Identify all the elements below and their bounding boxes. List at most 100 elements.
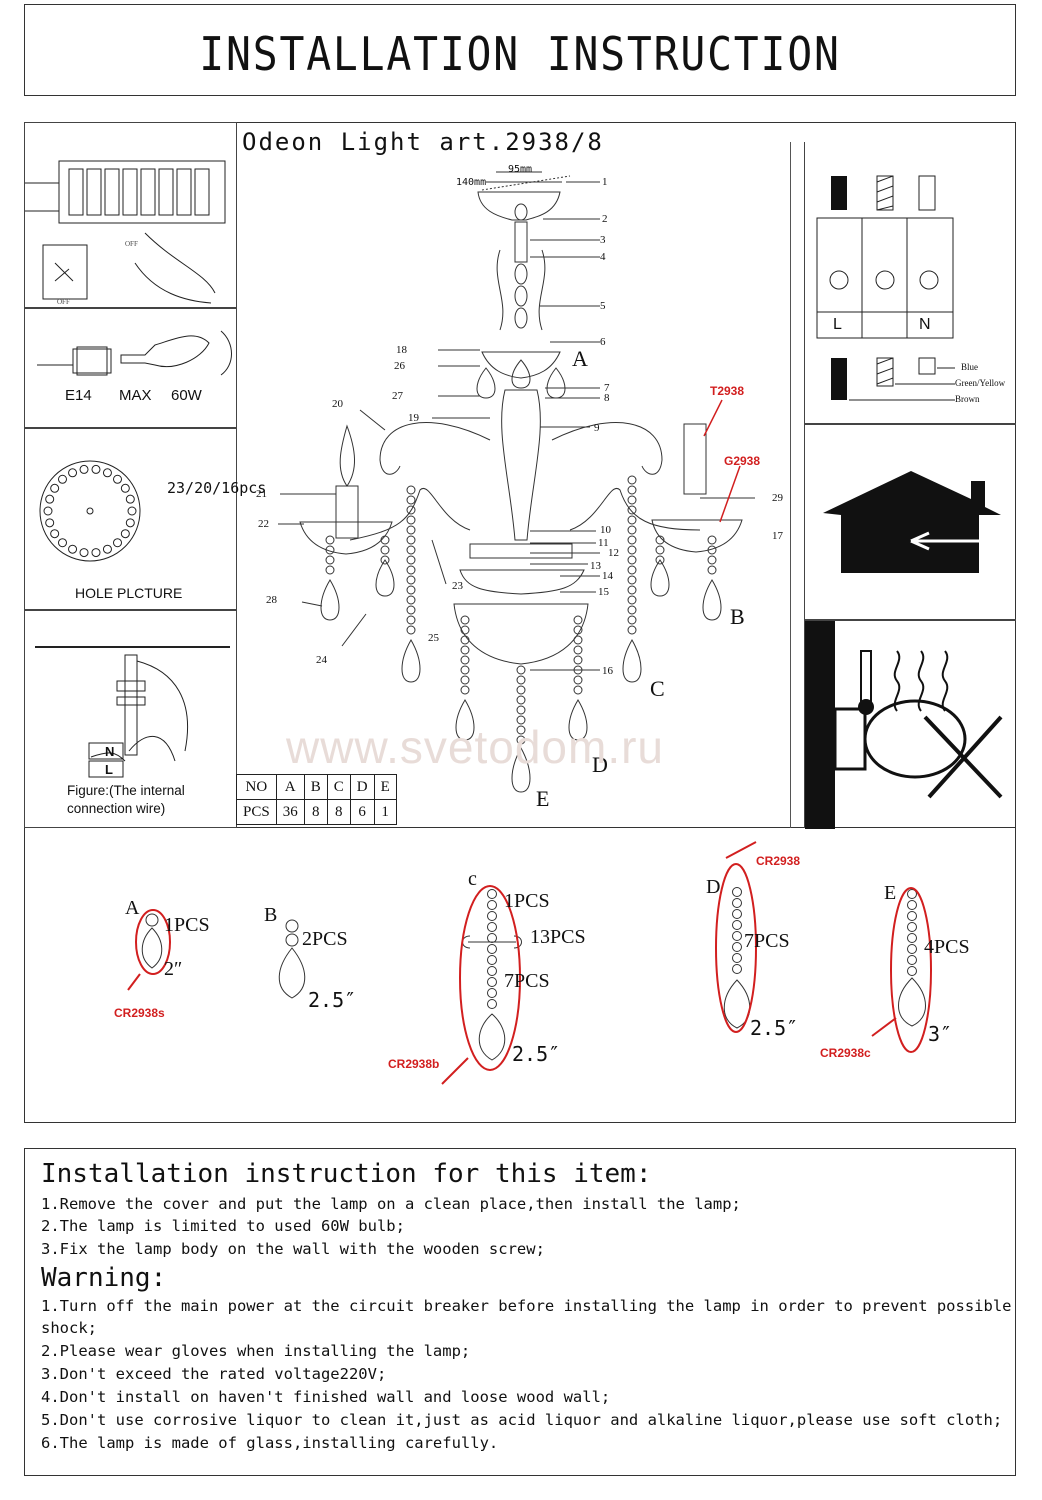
part-c-letter: c (468, 868, 477, 890)
table-cell: 6 (349, 799, 375, 825)
hole-panel: 23/20/16pcs HOLE PLCTURE (24, 428, 266, 610)
breaker-illustration: OFF OFF (25, 160, 226, 306)
table-cell: PCS (236, 799, 277, 825)
table-cell: B (303, 774, 328, 800)
table-cell: D (349, 774, 375, 800)
quantity-table: NO A B C D E PCS 36 8 8 6 1 (236, 774, 397, 825)
part-a-code: CR2938s (114, 1006, 165, 1020)
heat-panel (804, 620, 1016, 829)
callout-number: 26 (394, 360, 405, 372)
callout-number: 20 (332, 398, 343, 410)
crystal-parts-illustration (127, 841, 932, 1085)
table-cell: 8 (303, 799, 328, 825)
instructions-heading: Installation instruction for this item: (41, 1159, 652, 1189)
callout-number: 29 (772, 492, 783, 504)
title-box: INSTALLATION INSTRUCTION (24, 4, 1016, 96)
warning-item: 6.The lamp is made of glass,installing c… (41, 1434, 499, 1452)
indoor-panel (804, 424, 1016, 620)
part-b-size: 2.5″ (308, 988, 357, 1012)
part-e-size: 3″ (928, 1022, 953, 1046)
callout-number: 12 (608, 547, 619, 559)
wire-n-label: N (105, 744, 115, 759)
callout-number: 21 (256, 488, 267, 500)
bulb-max-label: MAX (119, 387, 152, 404)
house-icon (823, 471, 1001, 573)
callout-number: 9 (594, 422, 600, 434)
part-d-letter: D (706, 876, 721, 898)
callout-number: 15 (598, 586, 609, 598)
table-cell: 8 (326, 799, 351, 825)
instructions-box: Installation instruction for this item: … (24, 1148, 1016, 1476)
bulb-illustration (37, 330, 232, 376)
warning-item: 2.Please wear gloves when installing the… (41, 1342, 471, 1360)
callout-number: 18 (396, 344, 407, 356)
table-cell: E (373, 774, 397, 800)
callout-number: 22 (258, 518, 269, 530)
part-b-letter: B (264, 904, 278, 926)
callout-number: 11 (598, 537, 609, 549)
hole-ring-illustration (39, 460, 141, 562)
callout-number: 28 (266, 594, 277, 606)
part-c-pcs2: 13PCS (530, 926, 586, 948)
code-t2938: T2938 (710, 384, 745, 398)
instruction-item: 2.The lamp is limited to used 60W bulb; (41, 1217, 405, 1235)
bulb-watt-label: 60W (171, 387, 202, 404)
letter-c: C (650, 676, 665, 701)
part-a-pcs: 1PCS (164, 914, 210, 936)
part-d-pcs: 7PCS (744, 930, 790, 952)
warning-item: 3.Don't exceed the rated voltage220V; (41, 1365, 387, 1383)
callout-number: 2 (602, 213, 608, 225)
breaker-panel: OFF OFF (24, 122, 237, 308)
no-heat-icon (805, 621, 1003, 829)
wiring-panel: L N Blue Green/Yellow Brown (804, 142, 1016, 424)
instruction-item: 1.Remove the cover and put the lamp on a… (41, 1195, 741, 1213)
callout-number: 17 (772, 530, 783, 542)
hole-count-label: 23/20/16pcs (167, 479, 267, 497)
callout-number: 3 (600, 234, 606, 246)
wire-brown-label: Brown (955, 394, 980, 404)
callout-number: 10 (600, 524, 611, 536)
terminal-l-label: L (833, 316, 842, 333)
part-e-letter: E (884, 882, 897, 904)
terminal-n-label: N (919, 316, 931, 333)
article-title: Odeon Light art.2938/8 (242, 128, 604, 156)
warning-item: shock; (41, 1319, 97, 1337)
wire-caption-1: Figure:(The internal (67, 783, 185, 798)
bulb-panel: E14 MAX 60W (24, 308, 237, 428)
wire-caption-2: connection wire) (67, 801, 166, 816)
warning-item: 5.Don't use corrosive liquor to clean it… (41, 1411, 1003, 1429)
svg-text:OFF: OFF (125, 240, 138, 248)
letter-a: A (572, 346, 588, 371)
wire-l-label: L (105, 762, 113, 777)
part-c-pcs1: 1PCS (504, 890, 550, 912)
chandelier-diagram (278, 171, 755, 793)
callout-number: 23 (452, 580, 463, 592)
terminal-block-illustration (816, 175, 955, 401)
callout-number: 25 (428, 632, 439, 644)
warning-heading: Warning: (41, 1263, 167, 1293)
dim-95: 95mm (508, 164, 533, 175)
code-g2938: G2938 (724, 454, 761, 468)
parts-box (24, 828, 1016, 1123)
callout-number: 8 (604, 392, 610, 404)
warning-item: 1.Turn off the main power at the circuit… (41, 1297, 1012, 1315)
watermark: www.svetodom.ru (286, 721, 665, 773)
bulb-base-label: E14 (65, 387, 92, 404)
table-cell: 1 (373, 799, 397, 825)
table-cell: C (326, 774, 351, 800)
callout-number: 27 (392, 390, 403, 402)
diagram-divider (790, 142, 791, 828)
part-c-pcs3: 7PCS (504, 970, 550, 992)
part-d-size: 2.5″ (750, 1016, 799, 1040)
callout-number: 14 (602, 570, 613, 582)
letter-b: B (730, 604, 745, 629)
quantity-value-row: PCS 36 8 8 6 1 (236, 799, 397, 825)
part-e-pcs: 4PCS (924, 936, 970, 958)
part-c-size: 2.5″ (512, 1042, 561, 1066)
part-a-letter: A (125, 897, 140, 919)
callout-number: 7 (604, 382, 610, 394)
part-b-pcs: 2PCS (302, 928, 348, 950)
dim-140: 140mm (456, 177, 487, 188)
quantity-header-row: NO A B C D E (236, 774, 397, 800)
table-cell: A (275, 774, 305, 800)
